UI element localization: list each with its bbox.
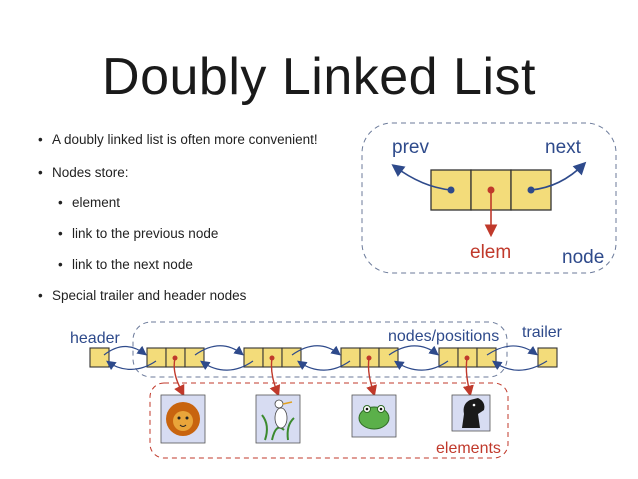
bullet-subitem: •link to the next node: [58, 257, 193, 272]
node-links: [103, 345, 548, 371]
elem-label: elem: [470, 242, 511, 263]
header-label: header: [70, 330, 120, 347]
elements-boundary: [149, 382, 509, 459]
list-diagram: header nodes/positions trailer elements: [70, 321, 563, 459]
bullet-subitem: •link to the previous node: [58, 226, 219, 241]
bullet-item: •A doubly linked list is often more conv…: [38, 132, 318, 147]
trailer-label: trailer: [522, 324, 563, 341]
bullet-item: •Nodes store:: [38, 165, 129, 180]
lion-icon: [160, 394, 206, 444]
element-pointers: [172, 355, 474, 397]
elements-label: elements: [436, 440, 501, 457]
prev-label: prev: [392, 137, 429, 158]
next-label: next: [545, 137, 582, 158]
trailer-node: [537, 347, 558, 368]
header-node: [89, 347, 110, 368]
next-arrow: [530, 161, 587, 191]
prev-arrow: [391, 164, 452, 191]
node-diagram: prev next elem node: [361, 122, 617, 274]
frog-icon: [351, 394, 397, 438]
positions-label: nodes/positions: [388, 328, 499, 345]
node-label: node: [562, 247, 604, 268]
bullet-item: •Special trailer and header nodes: [38, 288, 247, 303]
slide-title: Doubly Linked List: [102, 48, 536, 106]
bullet-subitem: •element: [58, 195, 121, 210]
heron-icon: [255, 394, 301, 444]
horse-icon: [451, 394, 491, 432]
